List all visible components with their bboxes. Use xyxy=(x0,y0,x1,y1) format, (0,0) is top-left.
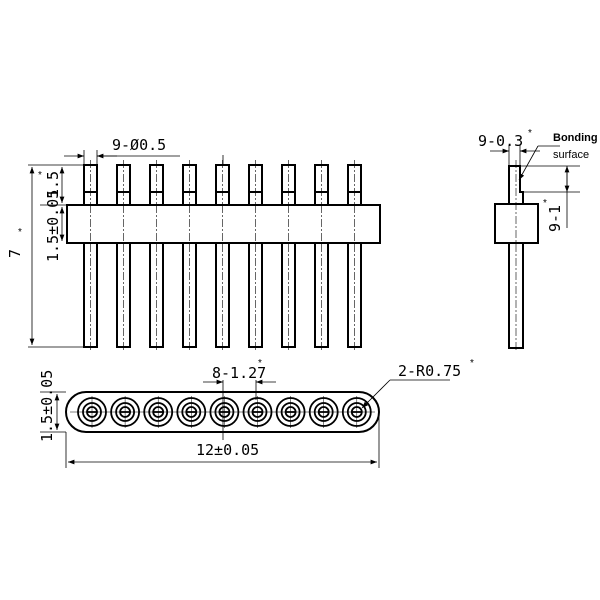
side-width-dim: 9-0.3 xyxy=(478,132,523,150)
front-dimensions xyxy=(28,150,224,348)
insulator-body xyxy=(66,204,381,244)
side-view xyxy=(494,165,539,349)
side-dimensions xyxy=(490,145,580,228)
star-mark: * xyxy=(38,170,42,181)
total-height-dim: 7 xyxy=(6,249,24,258)
star-mark: * xyxy=(258,358,262,369)
star-mark: * xyxy=(18,227,22,238)
length-dim: 12±0.05 xyxy=(196,441,259,459)
side-body xyxy=(494,203,539,244)
star-mark: * xyxy=(470,358,474,369)
pin-diameter-dim: 9-Ø0.5 xyxy=(112,136,166,154)
bonding-callout-line2: surface xyxy=(553,149,589,161)
top-height-dim: 1.5 xyxy=(44,171,62,198)
radius-dim: 2-R0.75 xyxy=(398,362,461,380)
bottom-holes xyxy=(70,396,375,428)
bottom-height-dim: 1.5±0.05 xyxy=(38,370,56,442)
star-mark: * xyxy=(528,128,532,139)
bonding-callout-line1: Bonding xyxy=(553,132,598,144)
body-height-dim: 1.5±0.05 xyxy=(44,190,62,262)
star-mark: * xyxy=(543,198,547,209)
step-dim: 9-1 xyxy=(546,205,564,232)
pitch-dim: 8-1.27 xyxy=(212,364,266,382)
bottom-dimensions xyxy=(40,379,450,468)
